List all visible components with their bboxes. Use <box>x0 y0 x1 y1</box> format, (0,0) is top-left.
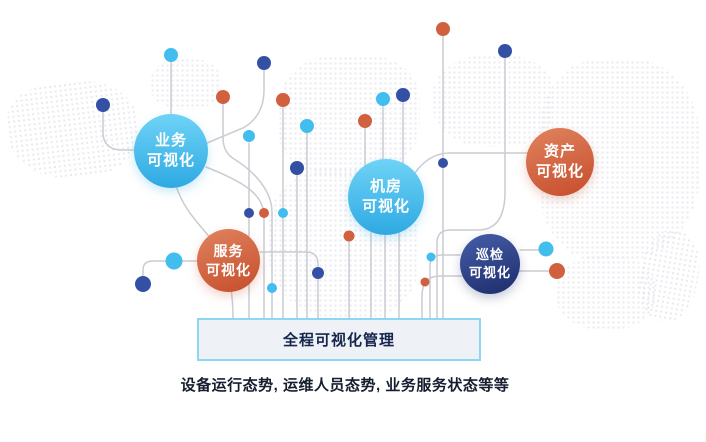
summary-box: 全程可视化管理 <box>197 318 481 361</box>
world-map-dots <box>432 55 554 147</box>
endpoint-dot-navy <box>257 56 271 70</box>
world-map-dots <box>150 58 222 110</box>
endpoint-dot-orange <box>358 114 372 128</box>
junction-dot-lightblue <box>426 252 436 262</box>
junction-dot-navy <box>312 267 324 279</box>
endpoint-dot-lightblue <box>300 119 314 133</box>
junction-dot-lightblue <box>278 208 288 218</box>
endpoint-dot-orange <box>276 93 290 107</box>
endpoint-dot-navy <box>498 44 512 58</box>
connector-line <box>222 103 273 320</box>
connector-line <box>429 254 461 320</box>
endpoint-dot-lightblue <box>376 92 390 106</box>
junction-dot-orange <box>259 208 269 218</box>
world-map-dots <box>278 56 420 178</box>
node-bubble-service: 服务 可视化 <box>197 229 260 292</box>
endpoint-dot-lightblue <box>165 252 183 270</box>
junction-dots <box>244 158 448 293</box>
caption-text: 设备运行态势, 运维人员态势, 业务服务状态等等 <box>180 377 510 394</box>
connector-line <box>259 251 319 320</box>
connector-line <box>206 69 265 144</box>
connector-lines <box>102 35 551 320</box>
endpoint-dot-orange <box>216 90 230 104</box>
connector-line <box>436 57 506 320</box>
endpoint-dot-orange <box>436 22 450 36</box>
junction-dot-orange <box>420 277 430 287</box>
endpoint-dot-lightblue <box>164 48 178 62</box>
junction-dot-navy <box>438 158 448 168</box>
node-bubble-asset: 资产 可视化 <box>526 128 594 196</box>
endpoint-dot-lightblue <box>243 130 255 142</box>
node-bubble-business: 业务 可视化 <box>134 114 208 188</box>
node-bubble-inspection: 巡检 可视化 <box>460 234 520 294</box>
connector-line <box>102 111 135 151</box>
junction-dot-orange <box>343 230 355 242</box>
endpoint-dot-navy <box>96 98 110 112</box>
endpoint-dot-navy <box>135 276 151 292</box>
endpoint-dot-orange <box>549 263 565 279</box>
junction-dot-lightblue <box>267 283 277 293</box>
endpoint-dot-lightblue <box>538 241 554 257</box>
connector-line <box>142 260 200 278</box>
summary-box-label: 全程可视化管理 <box>282 332 395 349</box>
endpoint-dots <box>96 22 565 292</box>
junction-dot-navy <box>244 208 254 218</box>
connector-line <box>414 152 528 174</box>
endpoint-dot-navy <box>396 88 410 102</box>
node-bubble-server-room: 机房 可视化 <box>348 159 424 235</box>
endpoint-dot-navy <box>290 161 304 175</box>
